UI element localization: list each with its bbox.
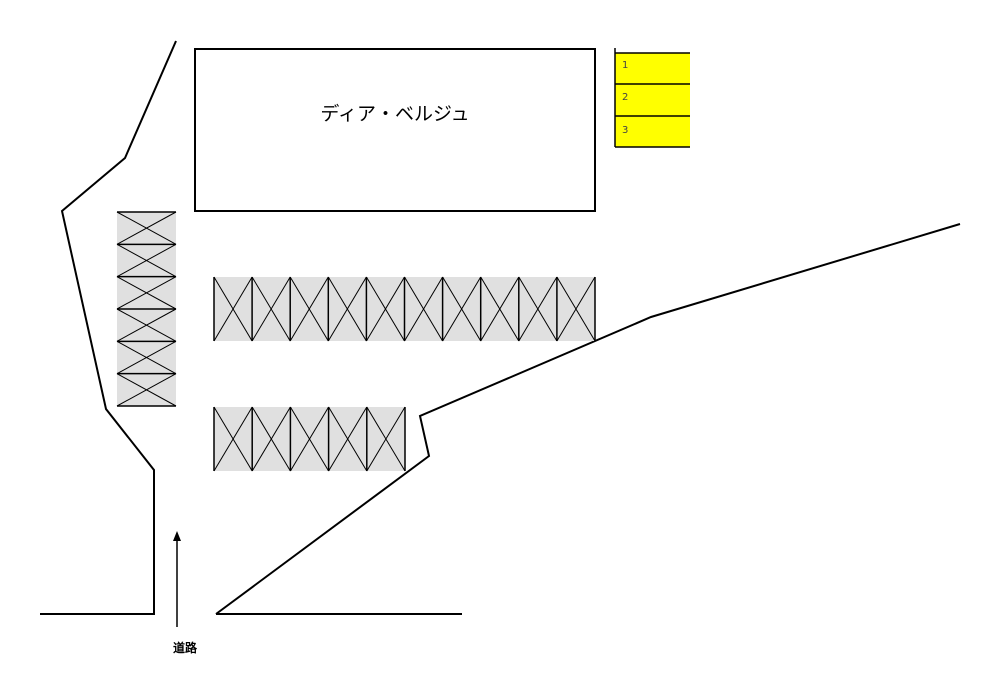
- left-boundary-line: [40, 40, 177, 615]
- parking-cell: [251, 276, 291, 342]
- reserved-slot-label-3: 3: [622, 125, 628, 136]
- parking-cell: [556, 276, 596, 342]
- parking-cell: [116, 340, 177, 375]
- parking-area-lower-row: [213, 406, 406, 472]
- cross-line: [404, 276, 444, 342]
- cross-line: [116, 211, 177, 245]
- parking-cell: [116, 308, 177, 342]
- cross-line: [116, 243, 177, 278]
- cross-line: [289, 276, 329, 342]
- road-label: 道路: [173, 640, 198, 655]
- cross-line: [328, 406, 368, 472]
- parking-area-vertical-stack: [116, 211, 177, 407]
- cross-line: [213, 276, 253, 342]
- cross-line: [442, 276, 482, 342]
- reserved-slots: 1 2 3: [614, 48, 690, 148]
- parking-cell: [213, 406, 253, 472]
- cross-line: [116, 340, 177, 375]
- parking-area-upper-row: [213, 276, 596, 342]
- parking-cell: [289, 406, 330, 472]
- road-indicator: 道路: [173, 531, 198, 655]
- cross-line: [366, 406, 406, 472]
- cross-line: [116, 276, 177, 310]
- cross-line: [289, 406, 330, 472]
- cross-line: [116, 373, 177, 407]
- cross-line: [213, 406, 253, 472]
- parking-cell: [518, 276, 558, 342]
- building-name: ディア・ベルジュ: [320, 103, 469, 125]
- cross-line: [365, 276, 405, 342]
- site-boundary: [40, 40, 961, 615]
- parking-cell: [442, 276, 482, 342]
- cross-line: [251, 406, 291, 472]
- parking-cell: [251, 406, 291, 472]
- cross-line: [518, 276, 558, 342]
- reserved-slot-area: [615, 53, 690, 147]
- parking-cell: [404, 276, 444, 342]
- parking-cell: [289, 276, 329, 342]
- parking-cell: [116, 276, 177, 310]
- parking-cell: [328, 406, 368, 472]
- reserved-slot-label-1: 1: [622, 60, 628, 71]
- cross-line: [480, 276, 520, 342]
- parking-cell: [480, 276, 520, 342]
- parking-cell: [327, 276, 367, 342]
- right-boundary-line: [215, 223, 961, 615]
- building: ディア・ベルジュ: [194, 48, 596, 212]
- parking-cell: [366, 406, 406, 472]
- cross-line: [556, 276, 596, 342]
- parking-cell: [116, 373, 177, 407]
- cross-line: [327, 276, 367, 342]
- cross-line: [116, 308, 177, 342]
- parking-cell: [213, 276, 253, 342]
- parking-cell: [116, 243, 177, 278]
- parking-cell: [365, 276, 405, 342]
- cross-line: [251, 276, 291, 342]
- reserved-slot-label-2: 2: [622, 92, 628, 103]
- building-outline: [194, 48, 596, 212]
- parking-cell: [116, 211, 177, 245]
- arrow-head-icon: [173, 531, 181, 541]
